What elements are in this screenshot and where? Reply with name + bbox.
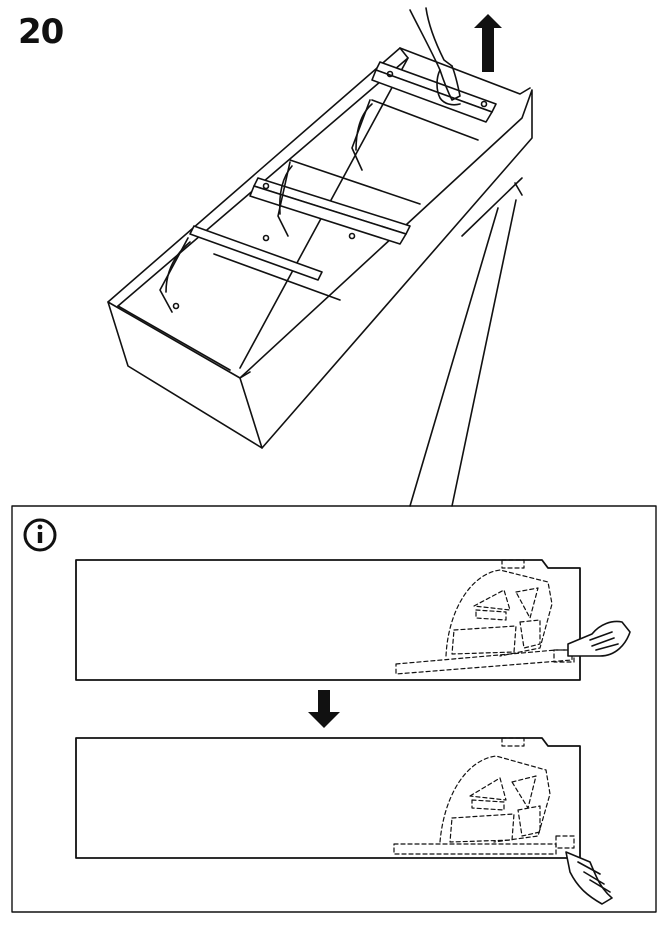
detail-panel-after bbox=[75, 737, 581, 859]
hand-pointing-icon bbox=[565, 851, 613, 905]
detail-box bbox=[11, 505, 657, 913]
step-number: 20 bbox=[18, 12, 64, 52]
arrow-up-icon bbox=[474, 14, 502, 72]
callout-lines bbox=[409, 199, 517, 507]
arrow-down-icon bbox=[308, 690, 340, 728]
detail-panel-before bbox=[75, 559, 581, 681]
hand-pointing-icon bbox=[567, 620, 631, 657]
info-icon bbox=[23, 518, 57, 552]
drawer-box bbox=[107, 47, 533, 449]
lifting-hand bbox=[409, 7, 461, 106]
